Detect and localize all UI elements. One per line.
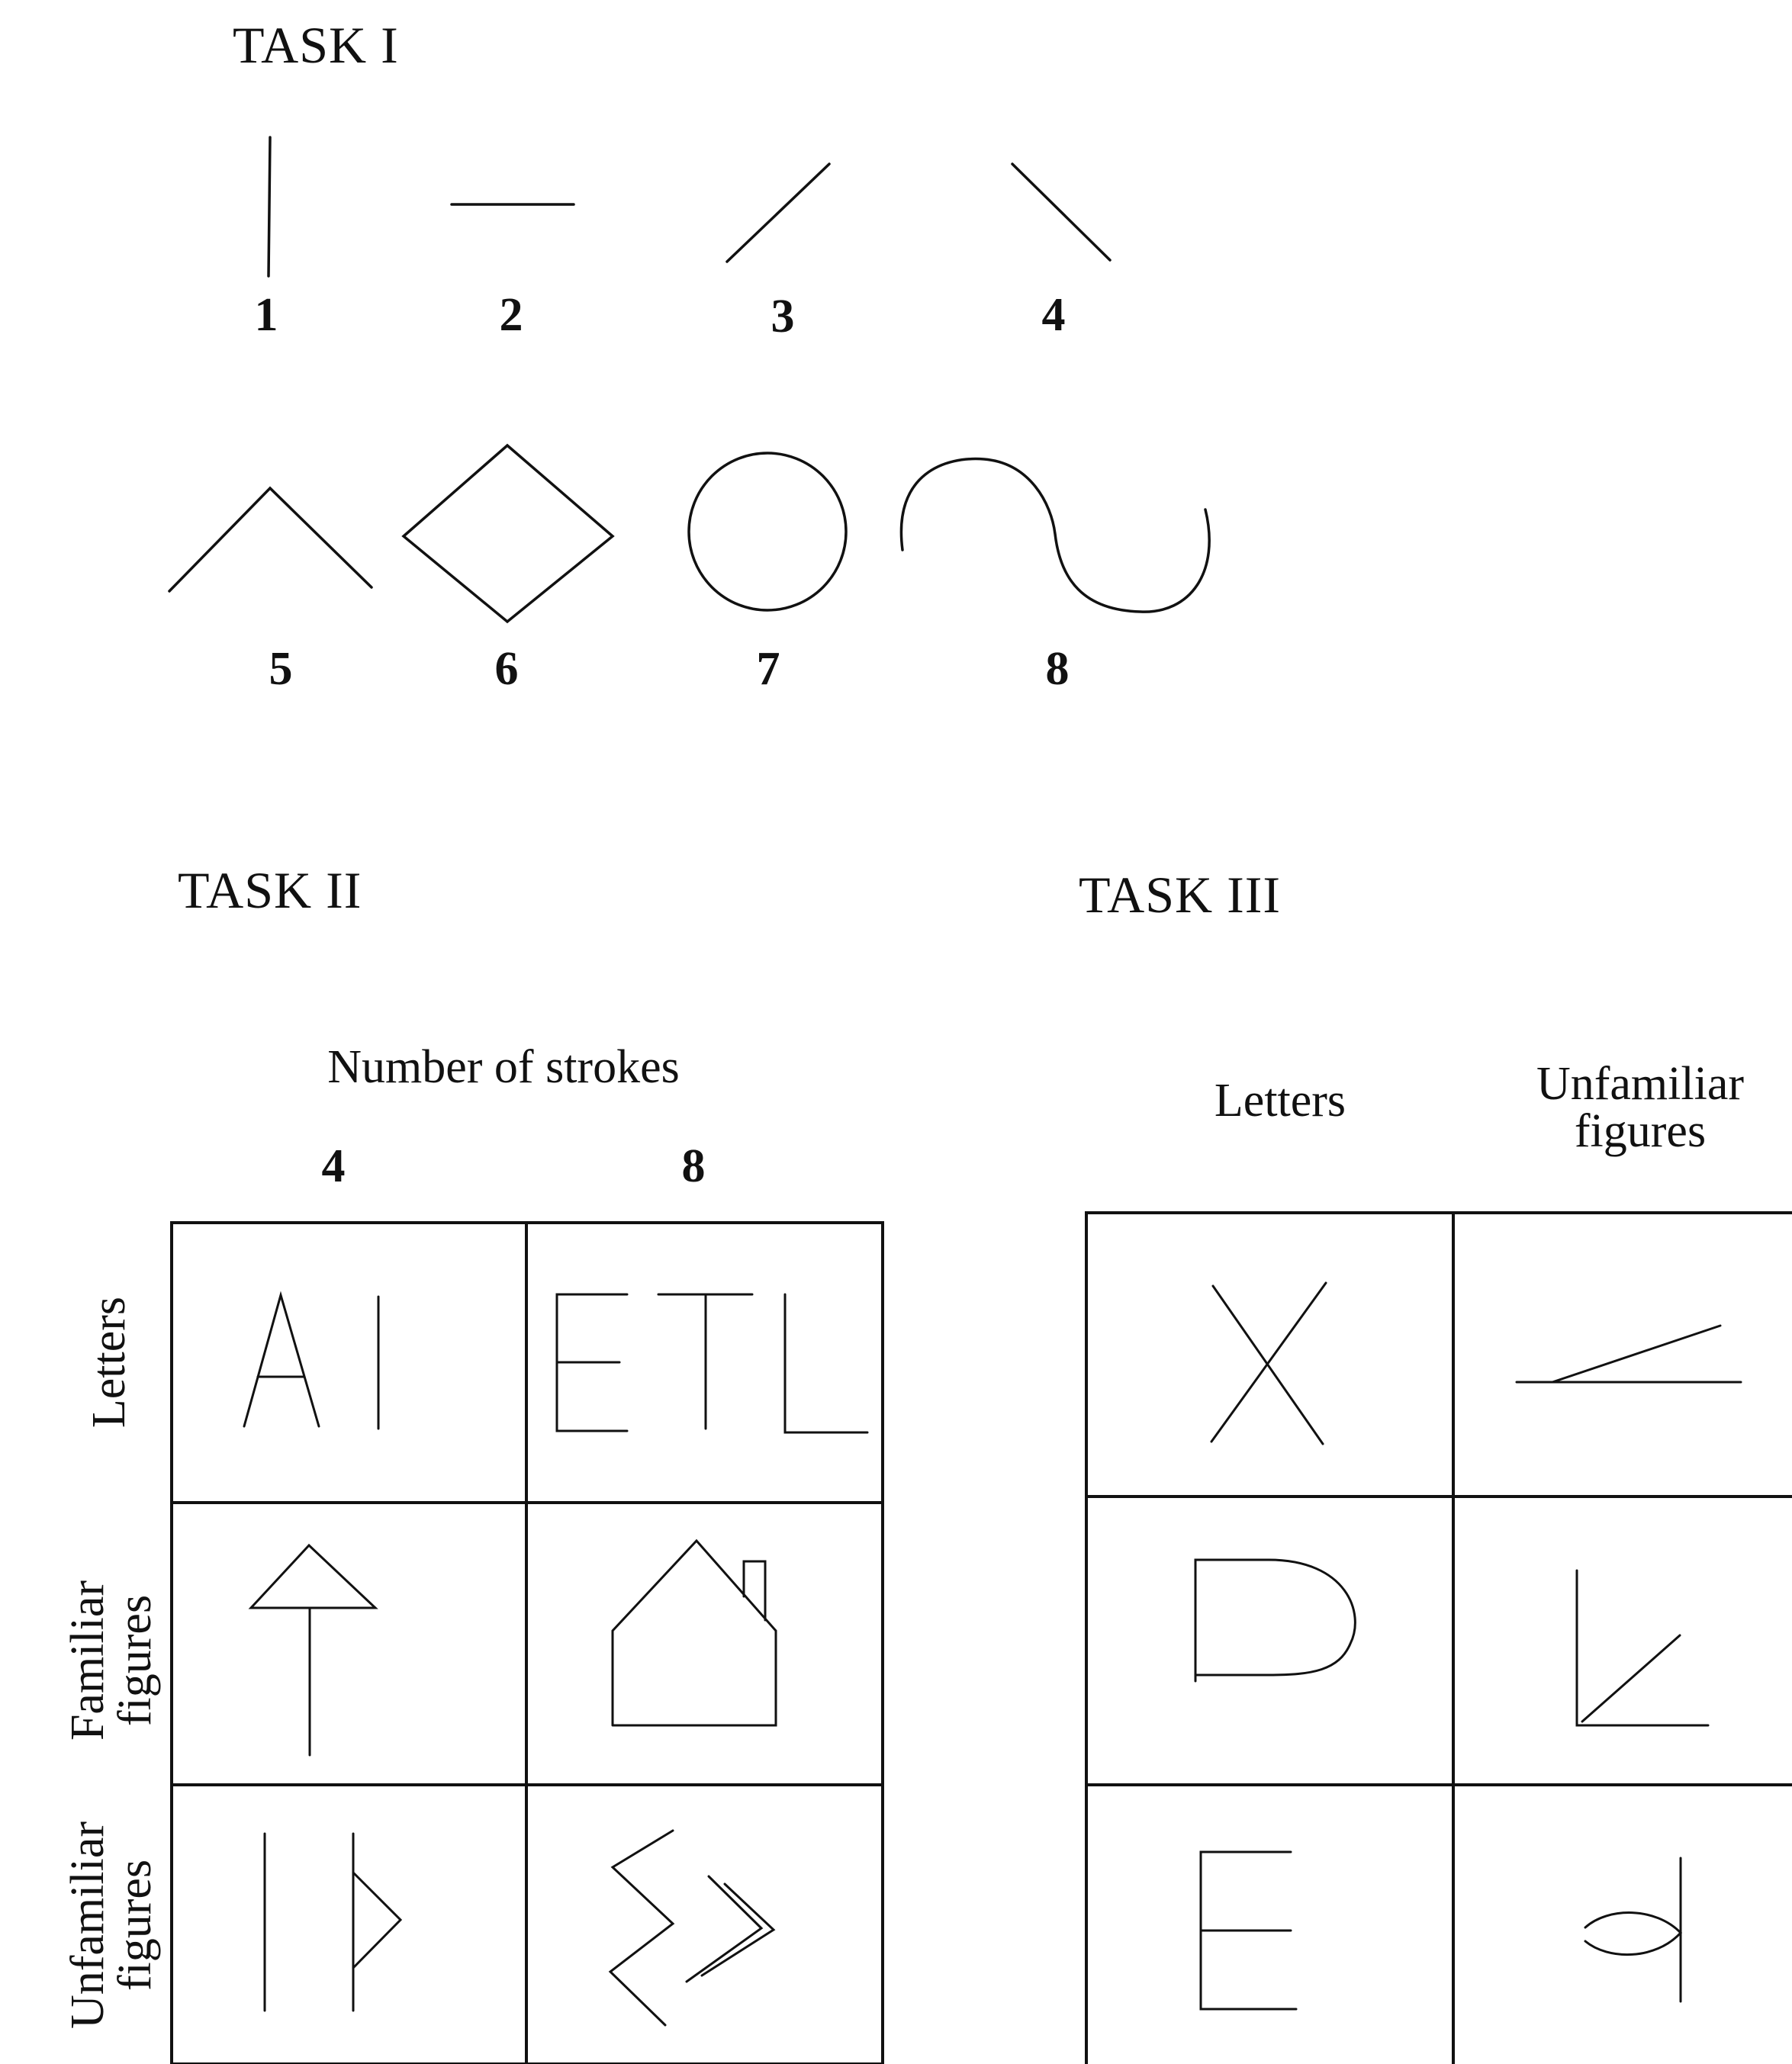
task2-row-label-familiar: Familiar figures bbox=[64, 1531, 162, 1790]
letter-X-figure bbox=[1211, 1283, 1326, 1444]
task2-row-label-unfamiliar: Unfamiliar figures bbox=[64, 1796, 162, 2055]
task2-row-label-unfamiliar-line2: figures bbox=[111, 1796, 159, 2055]
letters-AI-figure bbox=[244, 1295, 378, 1429]
diamond-icon bbox=[404, 445, 613, 622]
wedge-icon bbox=[1517, 1326, 1741, 1382]
figure-label-1: 1 bbox=[236, 288, 297, 342]
task2-column-group-title: Number of strokes bbox=[275, 1040, 732, 1095]
diagonal-down-line-icon bbox=[1012, 164, 1110, 260]
task2-row-label-familiar-line1: Familiar bbox=[64, 1531, 111, 1790]
zigzag-icon bbox=[610, 1831, 774, 2025]
letter-P-figure bbox=[1195, 1560, 1355, 1681]
task2-title: TASK II bbox=[178, 860, 362, 921]
vertical-line-icon bbox=[269, 137, 270, 276]
figure-label-6: 6 bbox=[476, 642, 537, 696]
figure-label-3: 3 bbox=[752, 290, 813, 344]
task3-column-letters: Letters bbox=[1128, 1074, 1433, 1128]
task2-row-label-unfamiliar-line1: Unfamiliar bbox=[64, 1796, 111, 2055]
chevron-up-icon bbox=[169, 488, 372, 591]
bar-triangle-icon bbox=[265, 1834, 401, 2011]
task3-grid-border bbox=[1086, 1213, 1792, 2064]
task3-column-unfamiliar: Unfamiliar figures bbox=[1488, 1060, 1792, 1155]
task3-title: TASK III bbox=[1079, 865, 1281, 925]
letter-E-figure bbox=[1201, 1852, 1296, 2009]
figure-label-7: 7 bbox=[738, 642, 799, 696]
letters-ETL-figure bbox=[557, 1294, 867, 1432]
umbrella-icon bbox=[251, 1545, 375, 1755]
task3-column-unfamiliar-line1: Unfamiliar bbox=[1488, 1060, 1792, 1108]
circle-icon bbox=[689, 453, 846, 610]
figure-label-5: 5 bbox=[250, 642, 311, 696]
task2-row-label-familiar-line2: figures bbox=[111, 1531, 159, 1790]
task2-column-4: 4 bbox=[303, 1140, 364, 1194]
task2-row-label-letters-text: Letters bbox=[83, 1297, 135, 1428]
house-icon bbox=[613, 1541, 776, 1725]
diagonal-up-line-icon bbox=[727, 164, 829, 262]
s-curve-icon bbox=[901, 459, 1209, 612]
figure-label-2: 2 bbox=[481, 288, 542, 342]
task2-column-8: 8 bbox=[663, 1140, 724, 1194]
figure-label-8: 8 bbox=[1027, 642, 1088, 696]
task3-column-unfamiliar-line2: figures bbox=[1488, 1108, 1792, 1155]
task2-row-label-letters: Letters bbox=[85, 1233, 140, 1492]
angle-icon bbox=[1577, 1571, 1708, 1725]
hook-icon bbox=[1585, 1858, 1681, 2001]
figure-label-4: 4 bbox=[1023, 288, 1084, 342]
